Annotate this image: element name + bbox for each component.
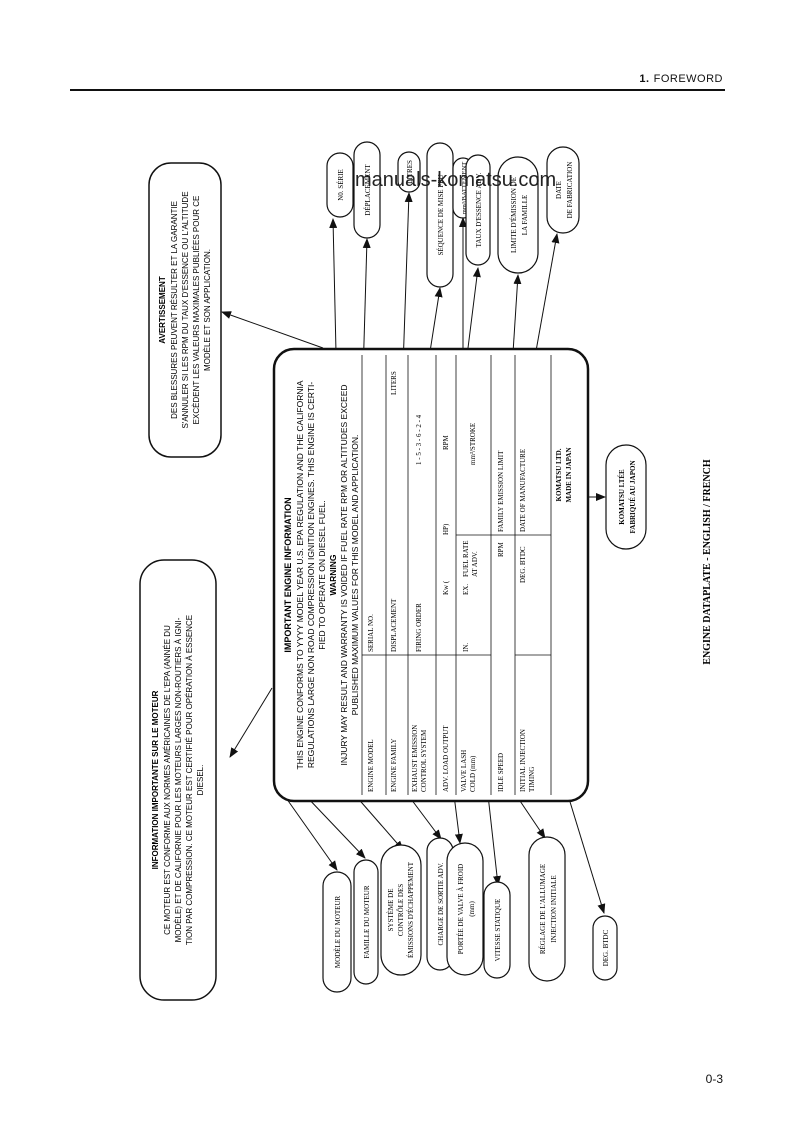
field-in: IN. <box>462 643 470 652</box>
field-liters: LITERS <box>390 371 398 395</box>
field-komatsu-ltd: KOMATSU LTD. <box>555 448 563 501</box>
callout-label: KOMATSU LTÉE <box>618 469 626 525</box>
field-deg-btdc: DEG. BTDC <box>519 546 527 583</box>
callout-top-liters: LITRES <box>397 151 421 193</box>
dataplate: IMPORTANT ENGINE INFORMATION THIS ENGINE… <box>272 347 590 803</box>
callout-label: DATE <box>555 181 563 199</box>
callout-label: SÉQUENCE DE MISE FEU <box>437 174 445 255</box>
callout-label: TAUX D'ESSENCE ADV. <box>475 172 483 247</box>
callout-label: LIMITE D'ÉMISSION DE <box>510 177 518 253</box>
field-ex: EX. <box>462 584 470 595</box>
callout-label: LITRES <box>406 160 414 184</box>
field-mm3-stroke: mm³/STROKE <box>469 423 477 465</box>
warning-callout-line-3: EXCÈDENT LES VALEURS MAXIMALES PUBLIÉES … <box>192 196 201 425</box>
callout-label: CHARGE DE SORTIE ADV. <box>437 862 445 945</box>
warning-callout-line-4: MODÈLE ET SON APPLICATION. <box>203 249 212 371</box>
warning-callout-line-2: S'ANNULER SI LES RPM DU TAUX D'ESSENCE O… <box>181 191 190 428</box>
info-callout-line-4: DIESEL. <box>196 765 205 796</box>
callout-label: LA FAMILLE <box>521 195 529 236</box>
warning-callout: AVERTISSEMENT DES BLESSURES PEUVENT RÉSU… <box>148 162 222 458</box>
callout-bottom-deg-btdc: DEG. BTDC <box>592 915 618 981</box>
callout-label: FAMILLE DU MOTEUR <box>363 885 371 958</box>
callout-label: mm³/BATTEMENT <box>461 162 468 215</box>
info-callout-line-3: TION PAR COMPRESSION. CE MOTEUR EST CERT… <box>185 615 194 945</box>
header-rule <box>70 89 725 91</box>
callout-label: (mm) <box>468 901 476 917</box>
callout-label: MODÈLE DU MOTEUR <box>334 896 342 969</box>
field-fuel-rate: FUEL RATE <box>462 541 470 578</box>
warning-callout-title: AVERTISSEMENT <box>158 276 167 344</box>
callout-top-emission-limit: LIMITE D'ÉMISSION DE LA FAMILLE <box>497 156 539 274</box>
plate-statement-2: REGULATIONS LARGE NON ROAD COMPRESSION I… <box>306 382 316 769</box>
field-control-system: CONTROL SYSTEM <box>420 729 428 792</box>
field-family-emission-limit: FAMILY EMISSION LIMIT <box>497 450 505 532</box>
plate-warning-1: INJURY MAY RESULT AND WARRANTY IS VOIDED… <box>339 385 349 766</box>
field-firing-order: FIRING ORDER <box>415 603 423 652</box>
field-at-adv: AT ADV. <box>471 551 479 577</box>
warning-callout-line-1: DES BLESSURES PEUVENT RÉSULTER ET LA GAR… <box>170 201 179 419</box>
field-rpm2: RPM <box>497 541 505 557</box>
info-callout: INFORMATION IMPORTANTE SUR LE MOTEUR CE … <box>139 559 217 1001</box>
page-number: 0-3 <box>705 1072 723 1086</box>
callout-label: ÉMISSIONS D'ÉCHAPPEMENT <box>407 861 415 958</box>
plate-statement-3: FIED TO OPERATE ON DIESEL FUEL. <box>317 500 327 649</box>
callout-label: FABRIQUÉ AU JAPON <box>629 461 637 534</box>
plate-title: IMPORTANT ENGINE INFORMATION <box>283 497 293 652</box>
field-initial-injection: INITIAL INJECTION <box>519 729 527 792</box>
watermark: manuals-komatsu.com <box>355 169 557 191</box>
field-engine-family: ENGINE FAMILY <box>390 739 398 792</box>
field-serial-no: SERIAL NO. <box>367 614 375 652</box>
info-callout-line-1: CE MOTEUR EST CONFORME AUX NORMES AMÉRIC… <box>163 625 172 935</box>
callout-bottom-emission-system: SYSTÈME DE CONTRÔLE DES ÉMISSIONS D'ÉCHA… <box>380 844 422 976</box>
callout-label: RÉGLAGE DE L'ALLUMAGE <box>539 864 547 954</box>
callout-label: DE FABRICATION <box>566 162 574 219</box>
callout-label: CONTRÔLE DES <box>397 884 405 936</box>
field-idle-speed: IDLE SPEED <box>497 753 505 792</box>
field-date-of-manufacture: DATE OF MANUFACTURE <box>519 449 527 532</box>
callout-label: DEG. BTDC <box>602 929 610 966</box>
field-rpm: RPM <box>442 434 450 450</box>
figure-caption: ENGINE DATAPLATE - ENGLISH / FRENCH <box>702 459 713 665</box>
callout-label: PORTÉE DE VALVE À FROID <box>457 864 465 954</box>
callout-bottom-valve-lash: PORTÉE DE VALVE À FROID (mm) <box>446 842 484 976</box>
dataplate-frame <box>272 347 590 803</box>
callout-komatsu: KOMATSU LTÉE FABRIQUÉ AU JAPON <box>605 444 647 550</box>
callout-bottom-injection-timing: RÉGLAGE DE L'ALLUMAGE INJECTION INITIALE <box>528 836 566 982</box>
callout-top-date: DATE DE FABRICATION <box>546 146 580 234</box>
callout-bottom-family: FAMILLE DU MOTEUR <box>353 859 379 985</box>
callout-label: N0. SÉRIE <box>337 169 345 201</box>
field-kw: Kw ( <box>442 580 450 595</box>
field-made-in-japan: MADE IN JAPAN <box>565 447 573 502</box>
callout-label: SYSTÈME DE <box>387 889 395 932</box>
plate-statement-1: THIS ENGINE CONFORMS TO YYYY MODEL YEAR … <box>295 380 305 769</box>
field-timing: TIMING <box>528 767 536 792</box>
section-title: 1.FOREWORD <box>639 73 723 85</box>
callout-top-firing-order: SÉQUENCE DE MISE FEU <box>426 142 454 288</box>
plate-warning-title: WARNING <box>328 554 338 595</box>
callout-top-displacement: DÉPLACEMENT <box>353 141 381 239</box>
field-valve-lash: VALVE LASH <box>460 750 468 792</box>
info-callout-title: INFORMATION IMPORTANTE SUR LE MOTEUR <box>151 690 160 869</box>
field-cold-mm: COLD (mm) <box>469 755 477 792</box>
callout-bottom-idle-speed: VITESSE STATIQUE <box>483 881 511 979</box>
callout-label: DÉPLACEMENT <box>364 164 372 216</box>
callout-top-fuel-rate: TAUX D'ESSENCE ADV. <box>465 154 491 266</box>
callout-label: INJECTION INITIALE <box>550 875 558 942</box>
info-callout-line-2: MODÈLE) ET DE CALIFORNIE POUR LES MOTEUR… <box>174 617 183 942</box>
field-exhaust-emission: EXHAUST EMISSION <box>411 725 419 792</box>
callout-top-serial: N0. SÉRIE <box>326 152 354 218</box>
field-adv-load-output: ADV. LOAD OUTPUT <box>442 725 450 792</box>
callout-label: VITESSE STATIQUE <box>494 899 502 962</box>
field-engine-model: ENGINE MODEL <box>367 739 375 792</box>
callout-bottom-model: MODÈLE DU MOTEUR <box>322 871 352 993</box>
field-displacement: DISPLACEMENT <box>390 598 398 652</box>
field-firing-order-value: 1 - 5 - 3 - 6 - 2 - 4 <box>415 414 423 465</box>
field-hp: HP) <box>442 523 450 535</box>
plate-warning-2: PUBLISHED MAXIMUM VALUES FOR THIS MODEL … <box>350 435 360 716</box>
